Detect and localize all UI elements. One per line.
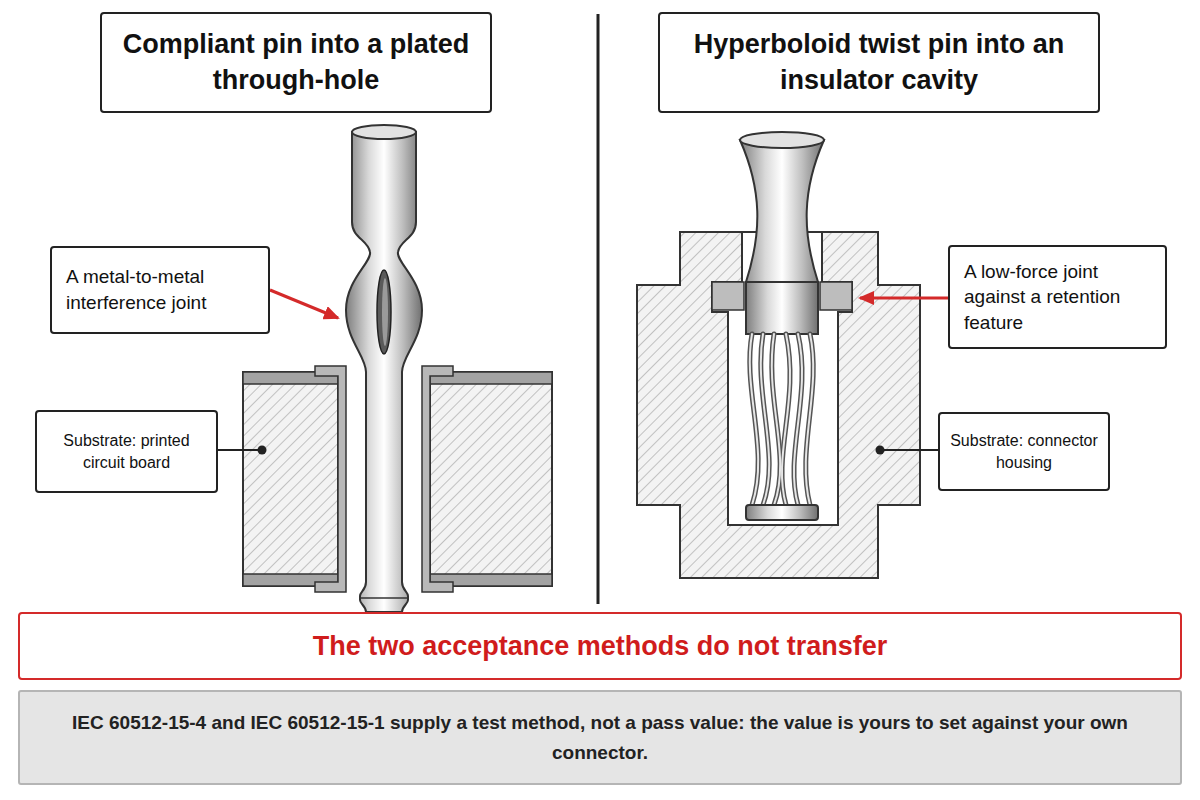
node-text: Hyperboloid twist pin into an insulator … <box>674 27 1084 97</box>
leader-line <box>218 449 262 451</box>
node-text: The two acceptance methods do not transf… <box>313 631 888 662</box>
compliant-pin <box>346 125 422 612</box>
panel-divider <box>597 14 600 604</box>
leader-dot <box>876 446 885 455</box>
node-text: IEC 60512-15-4 and IEC 60512-15-1 supply… <box>70 708 1130 767</box>
conclusion-banner: The two acceptance methods do not transf… <box>18 612 1182 680</box>
hyperboloid-pin <box>740 132 824 520</box>
callout-arrow <box>270 290 338 318</box>
substrate-label: Substrate: connector housing <box>938 412 1110 491</box>
node-text: Substrate: printed circuit board <box>45 430 208 473</box>
callout-box: A low-force joint against a retention fe… <box>948 245 1167 349</box>
node-text: A low-force joint against a retention fe… <box>964 259 1151 336</box>
connector-housing <box>637 232 920 578</box>
substrate-label: Substrate: printed circuit board <box>35 410 218 493</box>
callout-arrow <box>860 297 948 300</box>
node-text: Substrate: connector housing <box>948 430 1100 473</box>
leader-dot <box>258 446 267 455</box>
panel-heading: Hyperboloid twist pin into an insulator … <box>658 12 1100 113</box>
panel-heading: Compliant pin into a plated through-hole <box>100 12 492 113</box>
node-text: A metal-to-metal interference joint <box>66 264 254 315</box>
node-text: Compliant pin into a plated through-hole <box>116 27 476 97</box>
note-box: IEC 60512-15-4 and IEC 60512-15-1 supply… <box>18 690 1182 785</box>
leader-line <box>884 449 938 451</box>
callout-box: A metal-to-metal interference joint <box>50 246 270 334</box>
